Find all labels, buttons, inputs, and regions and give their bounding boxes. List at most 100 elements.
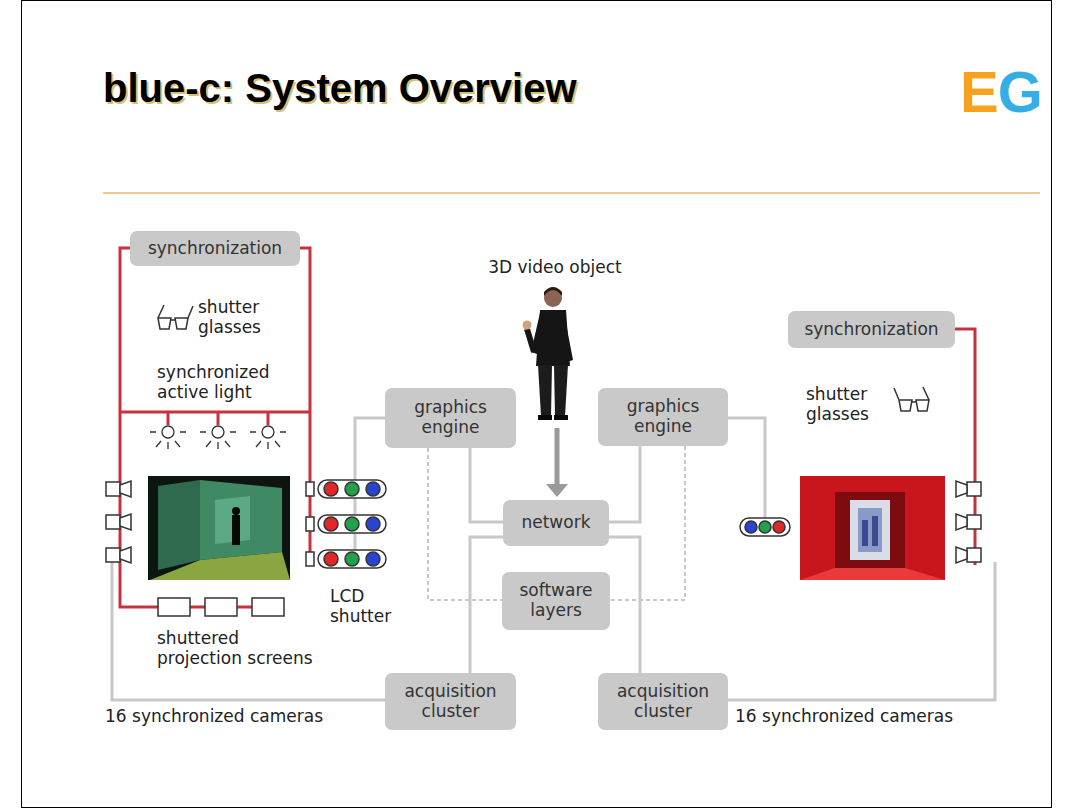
sync-box: synchronization — [788, 311, 955, 348]
camera-label: 16 synchronized cameras — [735, 706, 953, 726]
lcd-shutter-icon — [306, 482, 314, 566]
node-text: synchronization — [148, 239, 282, 259]
projection-screen-icon — [158, 598, 190, 616]
camera-icon — [967, 548, 981, 562]
engine-box: graphics engine — [385, 388, 516, 448]
video-object-figure — [523, 321, 532, 330]
projection-photo — [232, 507, 240, 515]
camera-icon — [967, 482, 981, 496]
sync-wire — [167, 412, 170, 425]
node-text: software layers — [510, 581, 602, 620]
projector-icon — [318, 550, 386, 568]
shutter-glasses-icon — [158, 305, 193, 329]
software-box: software layers — [502, 572, 610, 630]
title-rule — [103, 193, 1040, 194]
projector-icon — [324, 517, 338, 531]
projector-icon — [345, 482, 359, 496]
camera-icon — [106, 482, 120, 496]
node-text: graphics engine — [606, 397, 720, 436]
data-wire — [112, 418, 995, 700]
video-object-figure — [554, 365, 568, 416]
device-label: synchronized active light — [157, 362, 287, 402]
projection-photo — [148, 476, 290, 580]
node-text: acquisition cluster — [606, 682, 720, 721]
active-light-icon — [150, 432, 186, 449]
engine-box: graphics engine — [598, 388, 728, 446]
virtual-scene-photo — [800, 476, 945, 580]
projector-icon — [345, 552, 359, 566]
projection-photo — [215, 496, 250, 544]
sync-wire — [120, 411, 310, 414]
node-text: graphics engine — [393, 398, 508, 437]
network-box: network — [503, 500, 609, 546]
camera-label: 16 synchronized cameras — [105, 706, 323, 726]
projection-photo — [200, 480, 282, 560]
data-wire — [715, 562, 995, 700]
video-object-figure — [527, 329, 534, 352]
sync-wire — [120, 248, 284, 607]
projector-icon — [740, 518, 790, 536]
slide-frame — [22, 1, 1052, 808]
device-label: shuttered projection screens — [157, 628, 321, 668]
cluster-box: acquisition cluster — [385, 673, 516, 730]
projection-photo — [148, 476, 290, 580]
projector-icon — [318, 480, 790, 568]
projection-screen-icon — [252, 598, 284, 616]
device-label: shutter glasses — [198, 297, 278, 337]
video-object-figure — [559, 313, 573, 362]
active-light-icon — [262, 426, 274, 438]
lcd-shutter-icon — [306, 552, 314, 566]
virtual-scene-photo — [850, 500, 890, 560]
lcd-shutter-icon — [306, 517, 314, 531]
active-light-icon — [150, 426, 286, 449]
software-link — [610, 446, 685, 600]
camera-icon — [967, 515, 981, 529]
capture-arrow — [546, 484, 568, 497]
virtual-scene-photo — [872, 516, 878, 546]
projection-photo — [158, 480, 200, 570]
sync-box: synchronization — [130, 231, 300, 266]
title-rule — [103, 192, 1040, 194]
data-wire — [112, 562, 395, 700]
capture-arrow — [546, 428, 568, 497]
data-link — [609, 537, 640, 673]
projection-screen-icon — [205, 598, 237, 616]
data-link — [609, 446, 640, 522]
logo-mark: EG — [960, 60, 1042, 124]
sync-wire — [290, 248, 310, 560]
node-text: synchronization — [804, 320, 938, 340]
slide-title: blue-c: System Overview — [103, 66, 577, 111]
projector-icon — [345, 517, 359, 531]
device-label: shutter glasses — [806, 384, 886, 424]
projector-icon — [318, 480, 386, 498]
video-object-figure — [538, 365, 552, 416]
video-object-figure — [523, 287, 574, 420]
projector-icon — [318, 515, 386, 533]
projector-icon — [759, 521, 771, 533]
camera-icon — [956, 514, 967, 530]
projector-icon — [366, 552, 380, 566]
cluster-box: acquisition cluster — [598, 673, 728, 730]
projector-icon — [324, 482, 338, 496]
virtual-scene-photo — [800, 568, 945, 580]
virtual-scene-photo — [858, 508, 882, 552]
sync-wire — [120, 248, 975, 607]
projection-photo — [232, 515, 240, 545]
projector-icon — [366, 482, 380, 496]
active-light-icon — [200, 432, 236, 449]
camera-icon — [106, 548, 120, 562]
sync-wire — [217, 412, 220, 425]
software-link — [428, 448, 502, 600]
capture-arrow — [555, 428, 560, 486]
video-object-figure — [544, 287, 562, 296]
active-light-icon — [212, 426, 224, 438]
node-text: network — [521, 513, 590, 533]
active-light-icon — [162, 426, 174, 438]
camera-icon — [106, 515, 120, 529]
projector-icon — [324, 552, 338, 566]
node-text: acquisition cluster — [393, 682, 508, 721]
lcd-shutter-icon — [306, 482, 314, 496]
projector-icon — [745, 521, 757, 533]
